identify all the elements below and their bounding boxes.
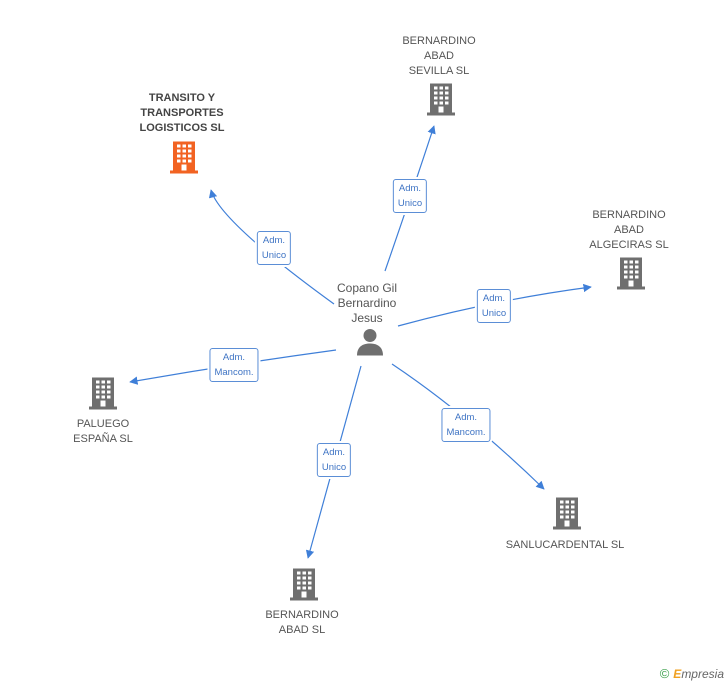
role-label-paluego[interactable]: Adm. Mancom. (209, 348, 259, 382)
footer: © Empresia (660, 666, 724, 681)
edge-transito (208, 189, 335, 305)
company-name-paluego[interactable]: PALUEGO ESPAÑA SL (73, 418, 133, 445)
building-icon[interactable] (552, 496, 582, 535)
company-name-abad[interactable]: BERNARDINO ABAD SL (265, 609, 339, 636)
building-icon[interactable] (88, 376, 118, 415)
person-name[interactable]: Copano Gil Bernardino Jesus (336, 281, 398, 325)
empresia-logo[interactable]: Empresia (673, 666, 724, 681)
building-icon[interactable] (616, 256, 646, 295)
copyright-symbol: © (659, 666, 670, 681)
role-label-transito[interactable]: Adm. Unico (256, 231, 292, 265)
building-icon[interactable] (426, 82, 456, 121)
company-name-sanlucardental[interactable]: SANLUCARDENTAL SL (505, 539, 625, 551)
role-label-abad[interactable]: Adm. Unico (316, 443, 352, 477)
company-name-sevilla[interactable]: BERNARDINO ABAD SEVILLA SL (402, 35, 476, 77)
role-label-sanlucardental[interactable]: Adm. Mancom. (441, 408, 491, 442)
person-icon[interactable] (355, 327, 385, 362)
company-name-algeciras[interactable]: BERNARDINO ABAD ALGECIRAS SL (589, 209, 669, 251)
role-label-sevilla[interactable]: Adm. Unico (392, 179, 428, 213)
role-label-algeciras[interactable]: Adm. Unico (476, 289, 512, 323)
company-name-transito[interactable]: TRANSITO Y TRANSPORTES LOGISTICOS SL (139, 92, 225, 134)
building-icon[interactable] (289, 567, 319, 606)
building-icon[interactable] (169, 140, 199, 179)
